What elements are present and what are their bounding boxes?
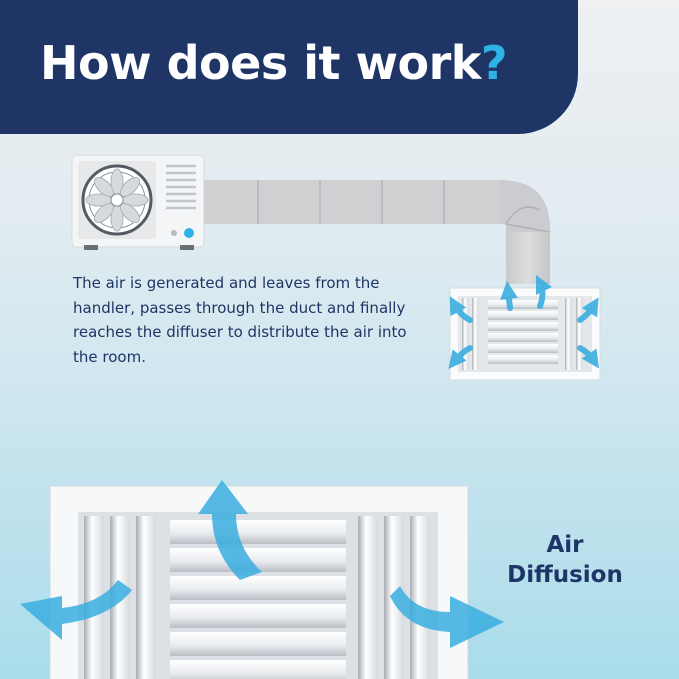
- page-title-text: How does it work: [40, 36, 481, 90]
- diffuser-icon: [449, 287, 601, 381]
- airflow-arrow-icon: [448, 274, 599, 370]
- ac-unit-icon: [71, 154, 205, 250]
- duct-icon: [204, 180, 551, 284]
- air-diffusion-label: Air Diffusion: [490, 530, 640, 590]
- description-text: The air is generated and leaves from the…: [73, 274, 407, 366]
- airflow-arrow-large: [20, 480, 504, 648]
- page-title: How does it work?: [40, 36, 508, 90]
- header-banner: How does it work?: [0, 0, 578, 134]
- diffuser-large: [49, 485, 469, 679]
- air-diffusion-line1: Air: [546, 532, 584, 558]
- question-mark: ?: [480, 36, 508, 90]
- air-diffusion-line2: Diffusion: [507, 562, 623, 588]
